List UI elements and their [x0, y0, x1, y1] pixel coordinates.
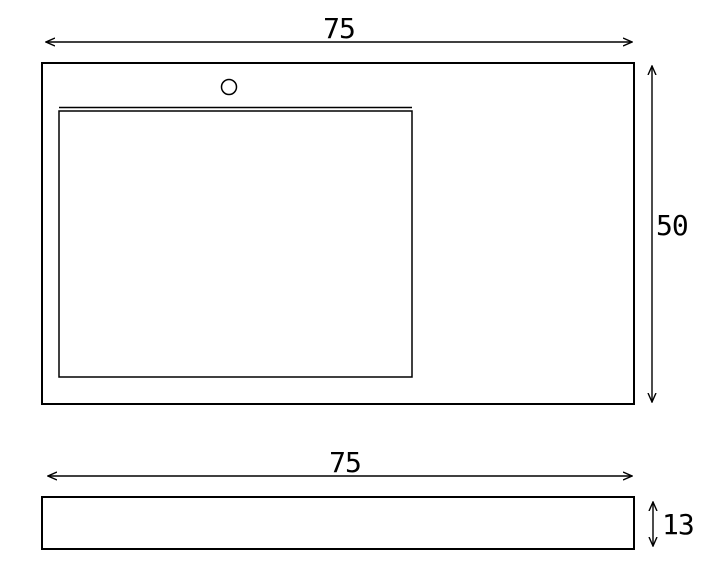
countertop-outline — [41, 62, 635, 405]
front-width-label: 75 — [329, 446, 361, 479]
top-width-label: 75 — [323, 12, 355, 45]
basin — [58, 106, 413, 378]
front-view: 75 13 — [41, 446, 695, 550]
faucet-hole — [220, 78, 238, 96]
top-view: 75 50 — [41, 12, 689, 405]
front-profile-outline — [41, 496, 635, 550]
basin-outline — [58, 110, 413, 378]
top-depth-label: 50 — [656, 209, 688, 242]
front-height-label: 13 — [662, 508, 694, 541]
